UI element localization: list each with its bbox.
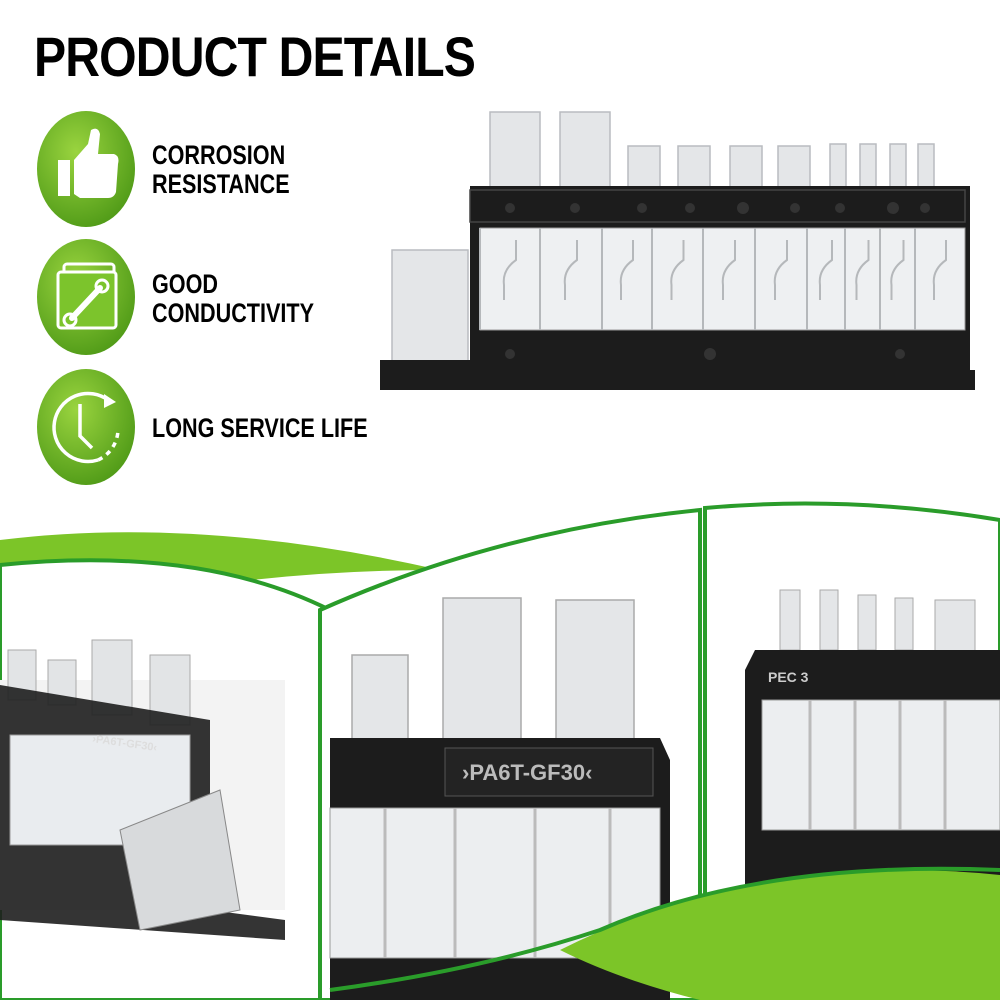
terminal-contact (619, 240, 634, 300)
feature-text: LONG SERVICE LIFE (152, 413, 368, 443)
detail-photos-banner: ›PA6T-GF30‹ ›PA6T-GF30‹ PEC 3 (0, 490, 1000, 1000)
detail-photo-left: ›PA6T-GF30‹ (0, 639, 285, 940)
feature-text: CONDUCTIVITY (152, 298, 314, 328)
terminal-contact (932, 240, 947, 300)
feature-text: GOOD (152, 269, 219, 299)
page-title: PRODUCT DETAILS (34, 25, 476, 88)
terminal-contact (818, 240, 833, 300)
wrench-icon (36, 238, 136, 356)
terminal-contact (721, 240, 736, 300)
feature-text: CORROSION (152, 140, 286, 170)
terminal-contact (773, 240, 788, 300)
feature-text: RESISTANCE (152, 169, 290, 199)
terminal-contact (855, 240, 870, 300)
terminal-contact (670, 240, 685, 300)
fuse-block-product-image (380, 111, 975, 390)
terminal-contact (502, 240, 517, 300)
terminal-contact (890, 240, 905, 300)
detail-photo-right: PEC 3 (745, 589, 1000, 910)
terminal-contact (563, 240, 578, 300)
material-marking: ›PA6T-GF30‹ (462, 760, 592, 785)
feature-good-conductivity: GOOD CONDUCTIVITY (152, 270, 314, 328)
feature-corrosion-resistance: CORROSION RESISTANCE (152, 141, 290, 199)
feature-long-service-life: LONG SERVICE LIFE (152, 414, 368, 443)
green-wave-bottom (560, 870, 1000, 1000)
clock-icon (36, 368, 136, 486)
brand-marking: PEC 3 (768, 669, 809, 685)
thumbs-up-icon (36, 110, 136, 228)
